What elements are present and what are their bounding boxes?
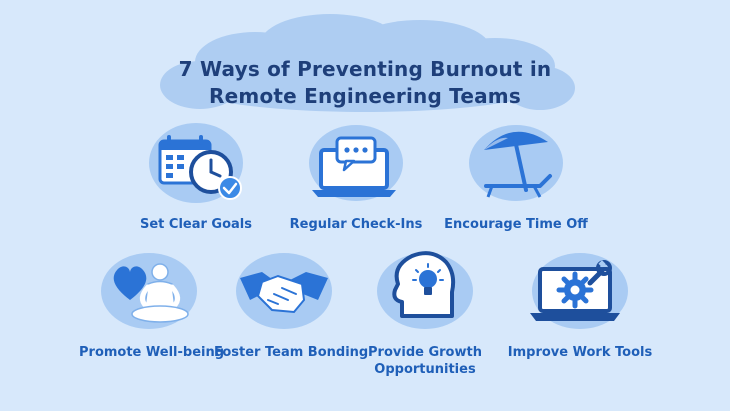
item-label-provide-growth: Provide Growth — [368, 345, 482, 360]
title-cloud — [160, 14, 575, 112]
encourage-time-off-icon — [469, 125, 563, 201]
item-label-opportunities: Opportunities — [374, 362, 476, 377]
item-label-improve-work-tools: Improve Work Tools — [507, 345, 653, 360]
item-label-encourage-time-off: Encourage Time Off — [444, 217, 588, 232]
page-title-line-2: Remote Engineering Teams — [209, 84, 521, 108]
page-title-line-1: 7 Ways of Preventing Burnout in — [178, 57, 552, 81]
item-label-promote-well-being: Promote Well-being — [79, 345, 225, 360]
item-label-foster-team-bonding: Foster Team Bonding — [214, 345, 369, 360]
regular-check-ins-icon — [309, 125, 403, 201]
item-label-set-clear-goals: Set Clear Goals — [139, 217, 252, 232]
set-clear-goals-icon — [149, 123, 243, 203]
improve-work-tools-icon — [530, 253, 628, 329]
foster-team-bonding-icon — [236, 253, 332, 329]
promote-well-being-icon — [101, 253, 197, 329]
provide-growth-opportunities-icon — [377, 251, 473, 329]
item-label-regular-check-ins: Regular Check-Ins — [289, 217, 423, 232]
